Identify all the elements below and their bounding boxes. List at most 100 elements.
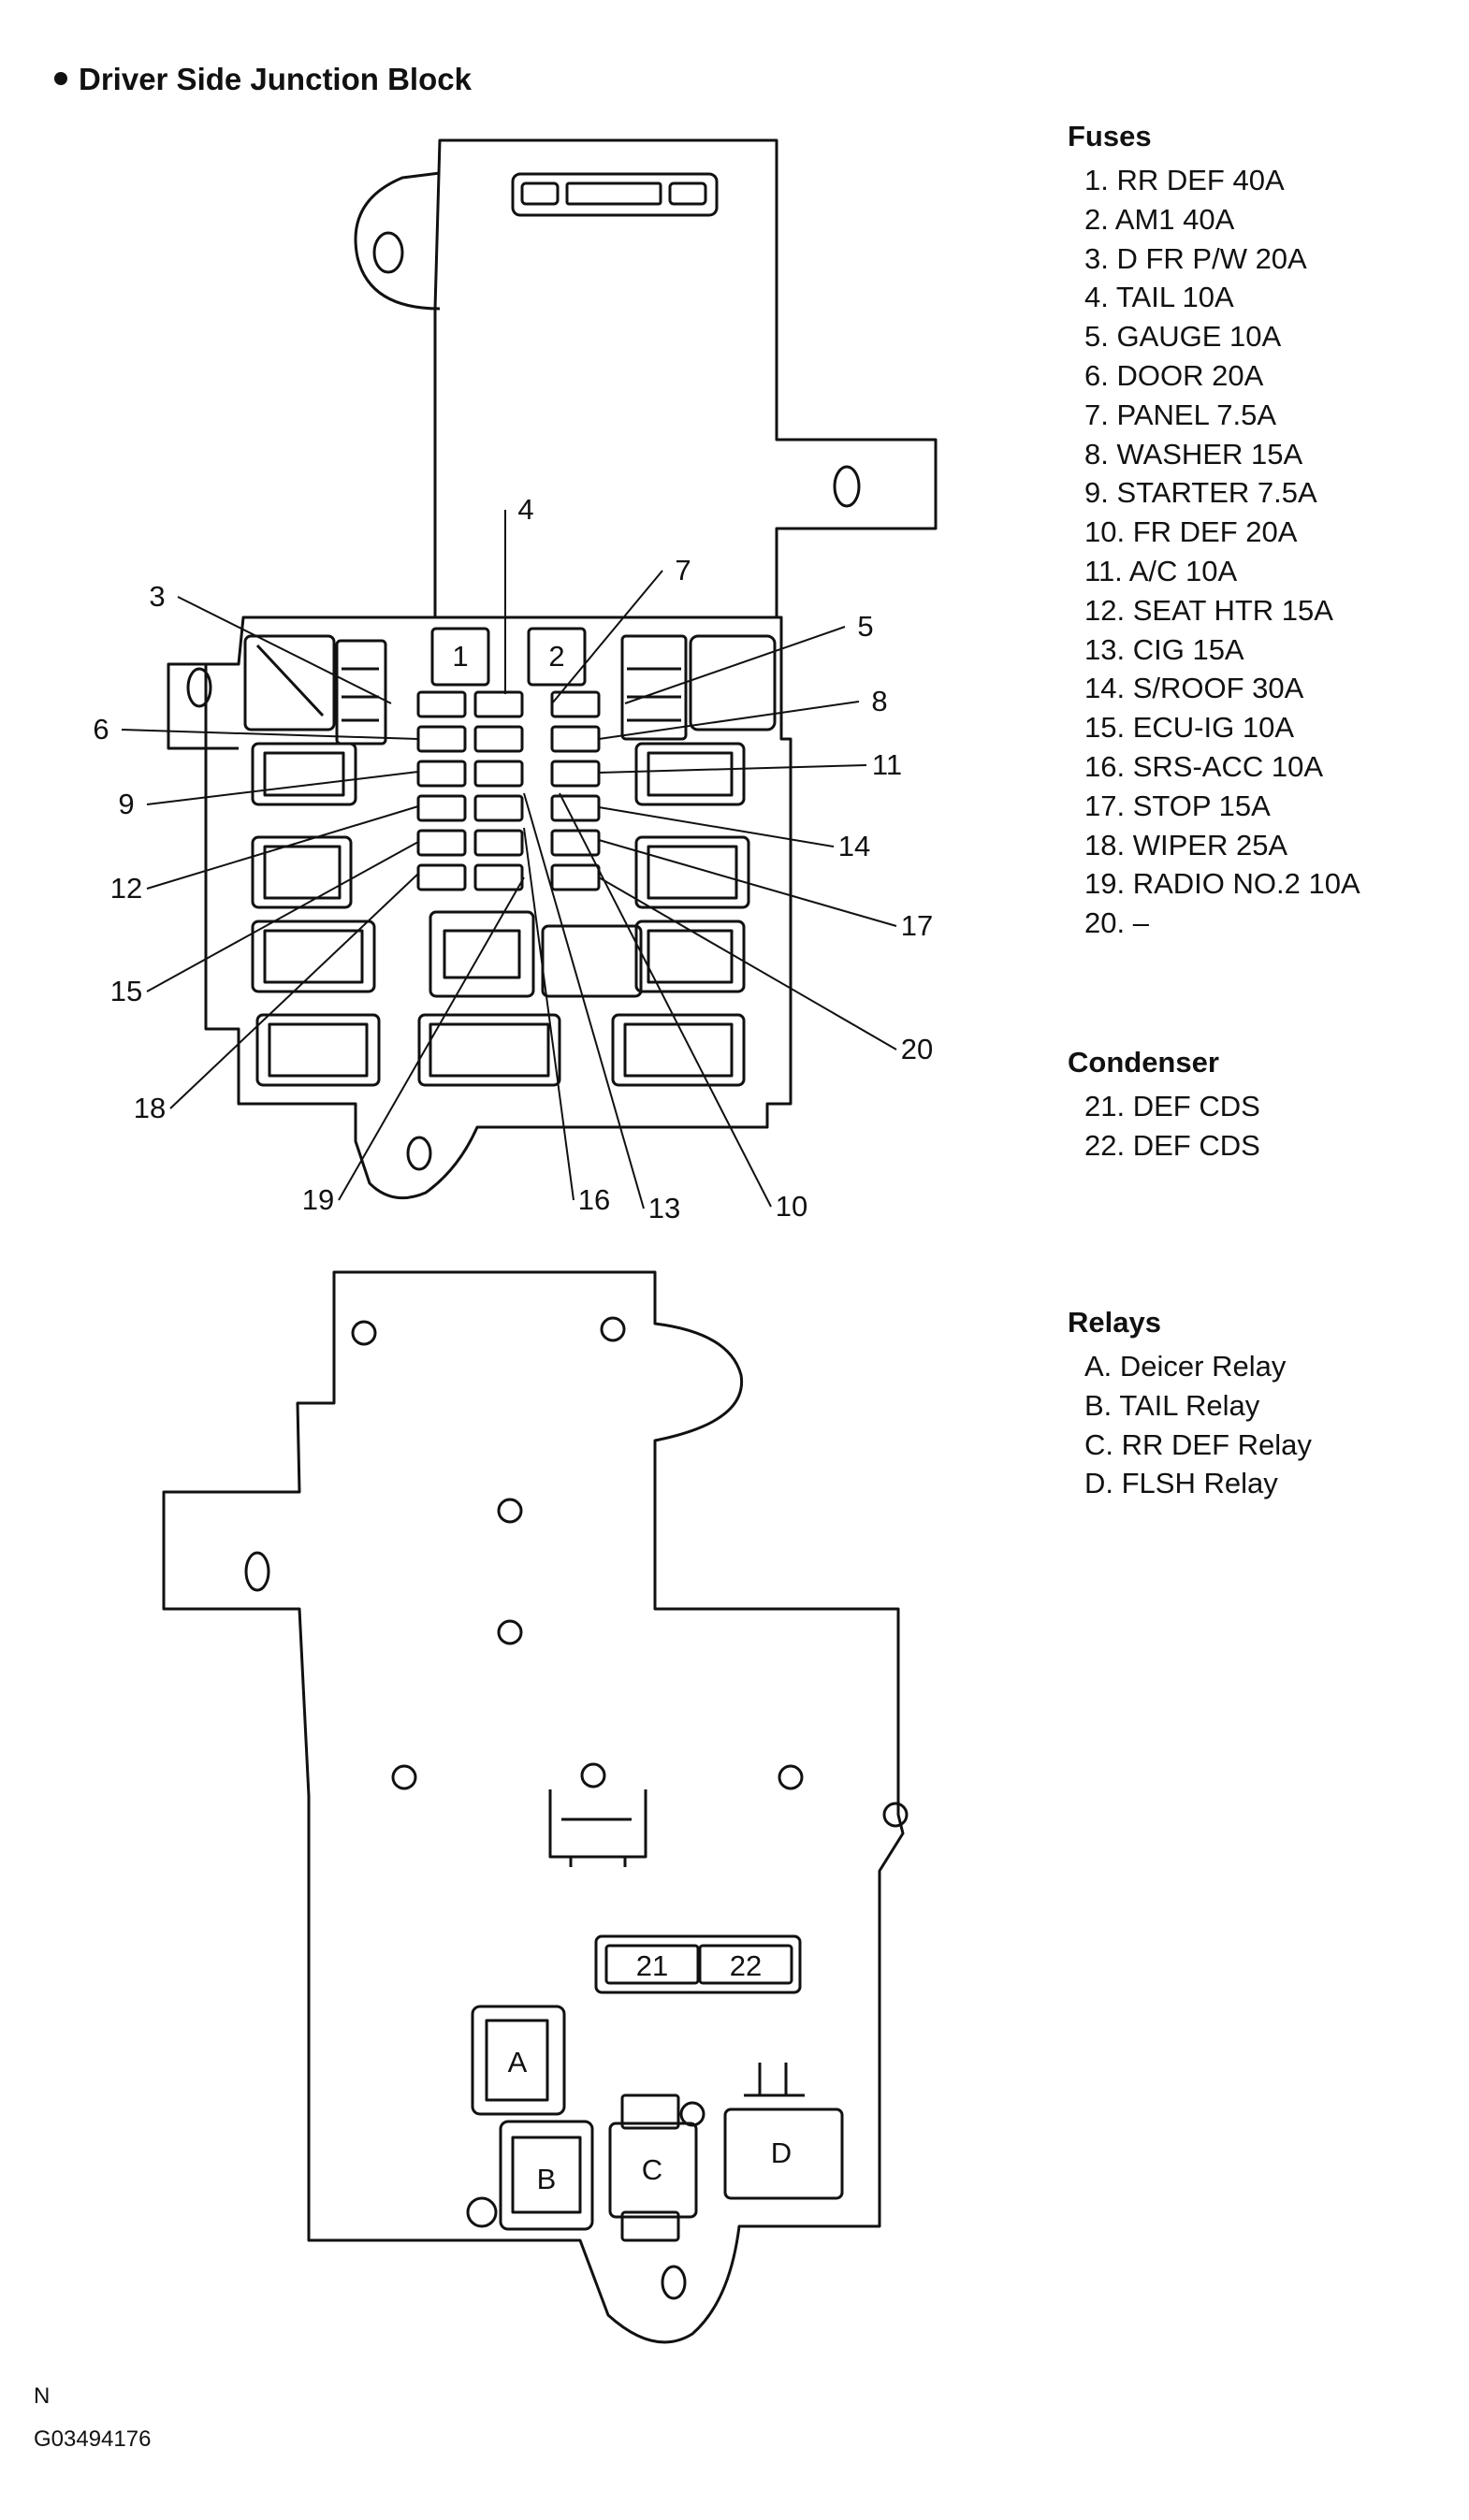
connector-left-1	[251, 742, 357, 806]
relays-heading: Relays	[1068, 1306, 1161, 1339]
fuse-item-name: FR DEF 20A	[1125, 515, 1298, 549]
leader-line	[598, 806, 835, 847]
fuse-callout-20: 20	[901, 1033, 933, 1065]
ear-slot-right	[833, 465, 861, 508]
fuse-item-number: 6.	[1084, 358, 1109, 392]
fuse-item-number: 8.	[1084, 437, 1109, 471]
condenser-22	[698, 1944, 793, 1985]
fuse-item: 20. –	[1084, 904, 1360, 943]
connector-center-1	[429, 910, 535, 998]
relay-item-number: D.	[1084, 1467, 1113, 1500]
connector-right-4	[611, 1013, 746, 1087]
fuse-slot	[473, 829, 524, 857]
callout-leader-lines	[121, 510, 897, 1209]
fuse-slot	[550, 863, 601, 891]
relay-item: D. FLSH Relay	[1084, 1464, 1312, 1503]
leader-line	[624, 626, 846, 704]
fuse-slot	[473, 863, 524, 891]
fuse-item-number: 9.	[1084, 476, 1109, 510]
leader-line	[598, 839, 897, 927]
fuse-callout-10: 10	[776, 1190, 807, 1223]
fuse-callout-17: 17	[901, 909, 933, 942]
fuse-callout-9: 9	[118, 788, 134, 820]
relay-item-number: C.	[1084, 1427, 1113, 1461]
relay-item-name: TAIL Relay	[1112, 1388, 1260, 1422]
fuse-item-name: SRS-ACC 10A	[1125, 749, 1324, 783]
mount-hole-b7	[778, 1764, 804, 1790]
fuse-1-housing	[430, 627, 490, 687]
fuse-item-name: RADIO NO.2 10A	[1125, 867, 1360, 901]
condenser-item: 21. DEF CDS	[1084, 1087, 1260, 1126]
socket-left-top	[243, 634, 336, 731]
fuse-item-name: AM1 40A	[1108, 202, 1235, 236]
upper-housing-outline	[433, 138, 938, 619]
fuse-slot	[416, 794, 467, 822]
condenser-item-name: DEF CDS	[1125, 1128, 1260, 1162]
fuse-callout-2: 2	[548, 640, 564, 673]
relay-a-housing	[471, 2005, 566, 2116]
connector-right-3	[634, 920, 746, 993]
fuse-item-number: 14.	[1084, 672, 1126, 705]
condenser-item-name: DEF CDS	[1125, 1090, 1260, 1122]
fuse-item: 3. D FR P/W 20A	[1084, 239, 1360, 279]
connector-right-1	[634, 742, 746, 806]
fuse-item-name: ECU-IG 10A	[1125, 711, 1294, 745]
fuse-callout-1: 1	[452, 640, 468, 673]
footer-figure-id: G03494176	[34, 2426, 152, 2452]
condenser-slot-21: 21	[636, 1949, 668, 1982]
fuse-body-outline	[204, 616, 793, 1200]
fuse-item: 17. STOP 15A	[1084, 787, 1360, 826]
leader-line	[169, 873, 419, 1109]
mount-hole-b10	[661, 2265, 687, 2300]
condenser-slot-22: 22	[730, 1949, 762, 1982]
fuse-callout-3: 3	[149, 580, 165, 613]
fuse-item-name: WASHER 15A	[1108, 437, 1303, 471]
fuse-callout-13: 13	[648, 1192, 680, 1224]
fuse-slot	[473, 760, 524, 788]
fuse-item: 6. DOOR 20A	[1084, 356, 1360, 396]
fuse-slot	[550, 829, 601, 857]
fuse-slot	[550, 794, 601, 822]
relay-letter-d: D	[771, 2136, 792, 2169]
page-title-text: Driver Side Junction Block	[79, 62, 472, 96]
fuse-item: 7. PANEL 7.5A	[1084, 396, 1360, 435]
condenser-21	[604, 1944, 700, 1985]
fuse-slot	[473, 690, 524, 718]
fuse-item-number: 5.	[1084, 320, 1109, 354]
leader-line	[523, 827, 575, 1201]
fuse-item-number: 16.	[1084, 749, 1126, 783]
fuse-item-name: A/C 10A	[1122, 554, 1238, 587]
ear-slot-left	[372, 231, 404, 274]
relay-item-name: Deicer Relay	[1112, 1350, 1287, 1383]
leader-line	[121, 729, 419, 740]
fuse-slot	[550, 725, 601, 753]
fuse-slot	[416, 863, 467, 891]
connector-center-2	[541, 924, 643, 998]
relay-letter-c: C	[642, 2153, 662, 2186]
relay-item-name: RR DEF Relay	[1113, 1427, 1312, 1461]
fuse-slot	[416, 829, 467, 857]
bullet-icon	[54, 72, 67, 86]
fuse-item-number: 13.	[1084, 632, 1126, 666]
mount-hole-b8	[882, 1802, 909, 1828]
leader-line	[146, 771, 419, 805]
fuse-item-name: D FR P/W 20A	[1108, 241, 1307, 275]
leader-line	[551, 570, 663, 704]
leader-line	[559, 792, 772, 1208]
fuse-slot	[550, 760, 601, 788]
fuse-item-number: 7.	[1084, 398, 1109, 431]
fuse-item: 13. CIG 15A	[1084, 630, 1360, 670]
fuse-grid	[416, 690, 601, 891]
fuse-2-housing	[527, 627, 587, 687]
fuse-item: 8. WASHER 15A	[1084, 435, 1360, 474]
fuse-item: 10. FR DEF 20A	[1084, 513, 1360, 552]
condenser-item: 22. DEF CDS	[1084, 1126, 1260, 1166]
fuses-heading: Fuses	[1068, 120, 1152, 152]
fuse-item-name: STOP 15A	[1125, 789, 1271, 822]
fuse-item-name: WIPER 25A	[1125, 828, 1288, 862]
fuse-slot	[550, 690, 601, 718]
fuse-item: 15. ECU-IG 10A	[1084, 708, 1360, 747]
